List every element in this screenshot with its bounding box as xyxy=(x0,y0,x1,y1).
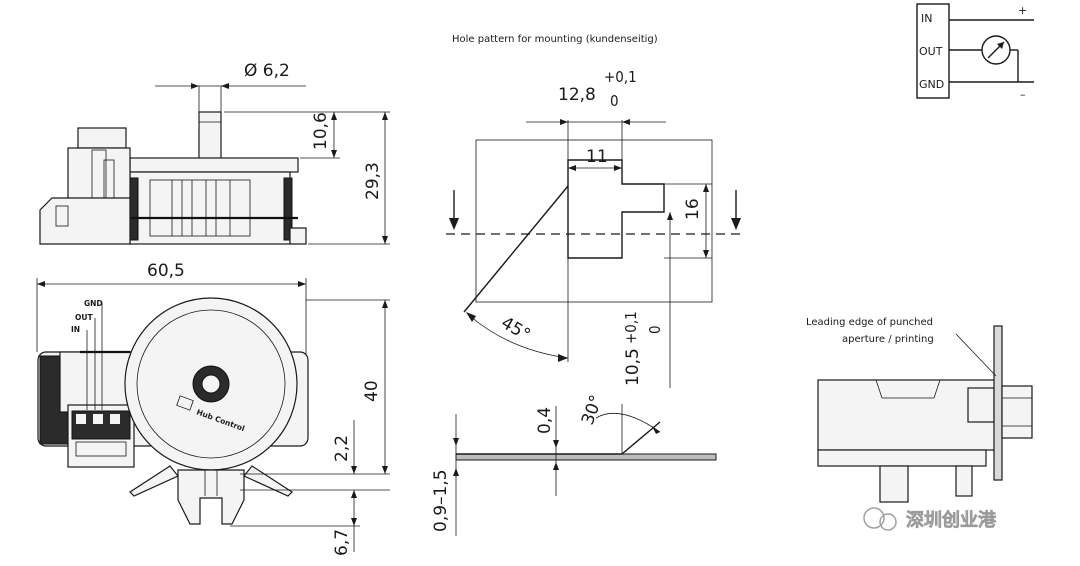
vertical-tol-lower: 0 xyxy=(646,325,664,334)
circuit-pin-out: OUT xyxy=(919,45,943,58)
slot-width-dimension: 11 xyxy=(586,147,608,167)
body xyxy=(129,171,291,245)
angle-45-dimension: 45° xyxy=(498,313,534,345)
circuit-minus: – xyxy=(1020,88,1026,101)
circuit-pin-gnd: GND xyxy=(919,78,944,91)
callout-line-1: Leading edge of punched xyxy=(806,317,933,328)
circuit-plus: + xyxy=(1018,4,1027,17)
hole-pattern-diagram xyxy=(446,119,742,388)
vertical-tol-upper: +0,1 xyxy=(622,311,640,344)
mounted-side-view xyxy=(817,325,1033,503)
lower-offset-dimension: 2,2 xyxy=(332,435,352,462)
slot-height-dimension: 16 xyxy=(683,198,703,220)
wechat-icon xyxy=(863,507,885,529)
total-height-dimension: 29,3 xyxy=(363,162,383,200)
panel-outline xyxy=(475,139,713,303)
panel-section xyxy=(453,404,717,536)
offset-dimension: 0,4 xyxy=(535,407,555,434)
circuit-pin-in: IN xyxy=(921,12,932,25)
mounting-clip xyxy=(177,469,245,525)
component-front-view xyxy=(36,278,390,552)
top-plate xyxy=(129,157,299,173)
slot-cutout xyxy=(567,159,665,259)
angle-30-dimension: 30° xyxy=(578,393,607,428)
shaft xyxy=(198,111,222,161)
pin-label-in: IN xyxy=(71,325,80,334)
panel-thickness-dimension: 0,9–1,5 xyxy=(431,469,451,532)
pitch-dimension: 12,8 xyxy=(558,85,596,105)
vertical-dimension: 10,5 xyxy=(623,348,643,386)
component-side-view xyxy=(39,83,390,245)
pitch-tol-lower: 0 xyxy=(610,92,619,110)
callout-line-2: aperture / printing xyxy=(842,334,934,345)
pitch-tol-upper: +0,1 xyxy=(604,68,637,86)
hole-pattern-title: Hole pattern for mounting (kundenseitig) xyxy=(452,34,658,45)
front-height-dimension: 40 xyxy=(362,380,382,402)
pin-label-gnd: GND xyxy=(84,299,103,308)
watermark-text: 深圳创业港 xyxy=(906,509,997,531)
mounted-body xyxy=(817,379,997,451)
circuit-diagram xyxy=(916,3,1034,99)
watermark xyxy=(863,507,897,531)
clip-depth-dimension: 6,7 xyxy=(332,529,352,556)
diameter-dimension: Ø 6,2 xyxy=(244,61,290,81)
width-dimension: 60,5 xyxy=(147,261,185,281)
front-panel xyxy=(993,325,1003,481)
pin-label-out: OUT xyxy=(75,313,93,322)
shaft-height-dimension: 10,6 xyxy=(311,112,331,150)
circuit-block xyxy=(916,3,950,99)
